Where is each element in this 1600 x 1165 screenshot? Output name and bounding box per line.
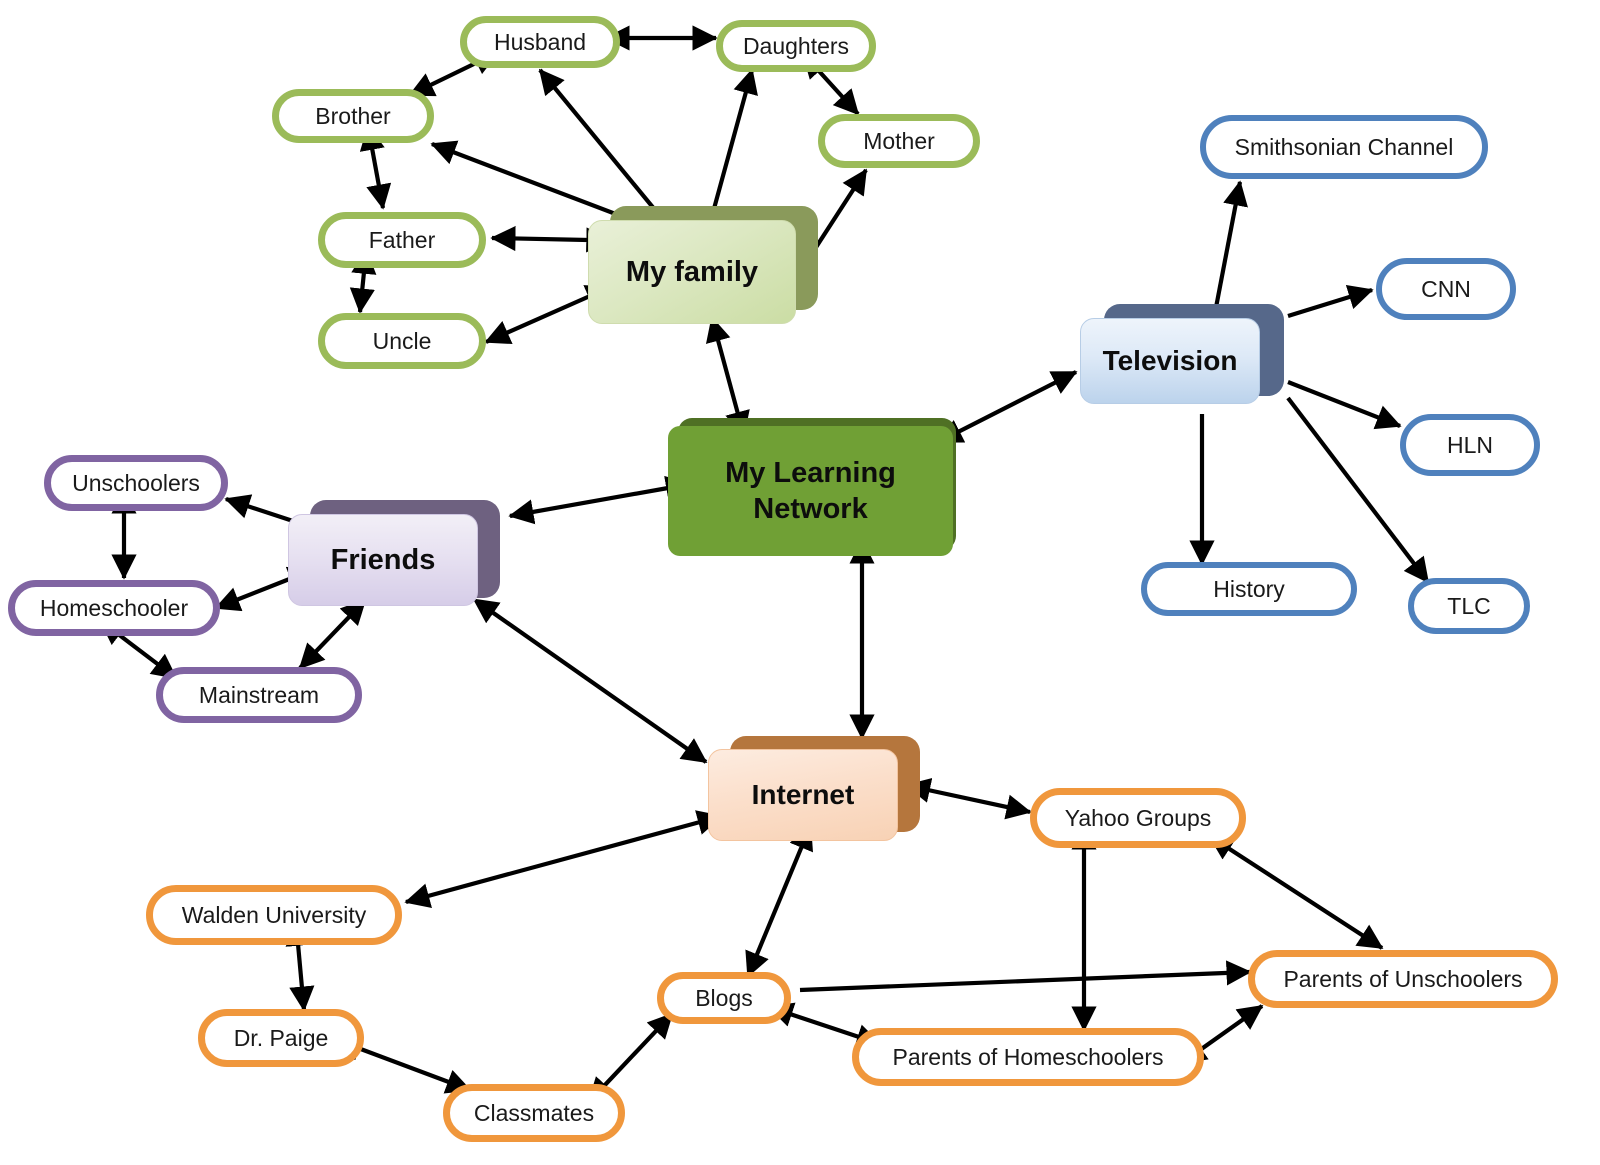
node-blogs[interactable]: Blogs	[657, 972, 791, 1024]
hub-label-line-2: Network	[753, 493, 868, 525]
node-label: Parents of Homeschoolers	[892, 1043, 1164, 1070]
node-label: Parents of Unschoolers	[1283, 965, 1523, 992]
hub-label-my-learning-network: My Learning Network	[668, 426, 953, 556]
hub-television[interactable]: Television	[1080, 304, 1288, 414]
node-husband[interactable]: Husband	[460, 16, 620, 68]
node-hln[interactable]: HLN	[1400, 414, 1540, 476]
node-parents-of-unschoolers[interactable]: Parents of Unschoolers	[1248, 950, 1558, 1008]
node-label: Blogs	[695, 984, 753, 1011]
node-smithsonian-channel[interactable]: Smithsonian Channel	[1200, 115, 1488, 179]
node-tlc[interactable]: TLC	[1408, 578, 1530, 634]
hub-label-line-1: My Learning	[725, 456, 896, 489]
hub-label-internet: Internet	[708, 749, 898, 841]
node-uncle[interactable]: Uncle	[318, 313, 486, 369]
node-homeschooler[interactable]: Homeschooler	[8, 580, 220, 636]
node-label: History	[1213, 575, 1285, 602]
hub-label-friends: Friends	[288, 514, 478, 606]
node-label: Daughters	[742, 32, 850, 59]
node-label: TLC	[1447, 592, 1491, 619]
node-history[interactable]: History	[1141, 562, 1357, 616]
node-label: CNN	[1421, 275, 1471, 302]
node-label: Homeschooler	[39, 594, 189, 621]
node-yahoo-groups[interactable]: Yahoo Groups	[1030, 788, 1246, 848]
node-parents-of-homeschoolers[interactable]: Parents of Homeschoolers	[852, 1028, 1204, 1086]
node-father[interactable]: Father	[318, 212, 486, 268]
node-label: Yahoo Groups	[1064, 804, 1212, 831]
node-daughters[interactable]: Daughters	[716, 20, 876, 72]
hub-friends[interactable]: Friends	[288, 500, 504, 616]
hub-label-television: Television	[1080, 318, 1260, 404]
node-label: Smithsonian Channel	[1234, 133, 1454, 160]
node-label: Uncle	[372, 327, 432, 354]
hub-my-family[interactable]: My family	[588, 206, 820, 328]
node-label: Classmates	[473, 1099, 595, 1126]
node-label: Dr. Paige	[233, 1024, 329, 1051]
node-brother[interactable]: Brother	[272, 89, 434, 143]
node-label: Father	[368, 226, 436, 253]
node-mainstream[interactable]: Mainstream	[156, 667, 362, 723]
hub-internet[interactable]: Internet	[708, 736, 924, 848]
node-label: Mother	[863, 127, 935, 154]
node-mother[interactable]: Mother	[818, 114, 980, 168]
hub-label-my-family: My family	[588, 220, 796, 324]
node-label: Walden University	[181, 901, 367, 928]
node-label: HLN	[1446, 431, 1493, 458]
node-label: Mainstream	[198, 681, 320, 708]
hub-my-learning-network[interactable]: My Learning Network	[668, 418, 968, 560]
node-walden-university[interactable]: Walden University	[146, 885, 402, 945]
node-label: Husband	[493, 28, 587, 55]
node-label: Brother	[315, 102, 391, 129]
node-cnn[interactable]: CNN	[1376, 258, 1516, 320]
node-unschoolers[interactable]: Unschoolers	[44, 455, 228, 511]
node-label: Unschoolers	[72, 469, 200, 496]
node-classmates[interactable]: Classmates	[443, 1084, 625, 1142]
node-dr-paige[interactable]: Dr. Paige	[198, 1009, 364, 1067]
